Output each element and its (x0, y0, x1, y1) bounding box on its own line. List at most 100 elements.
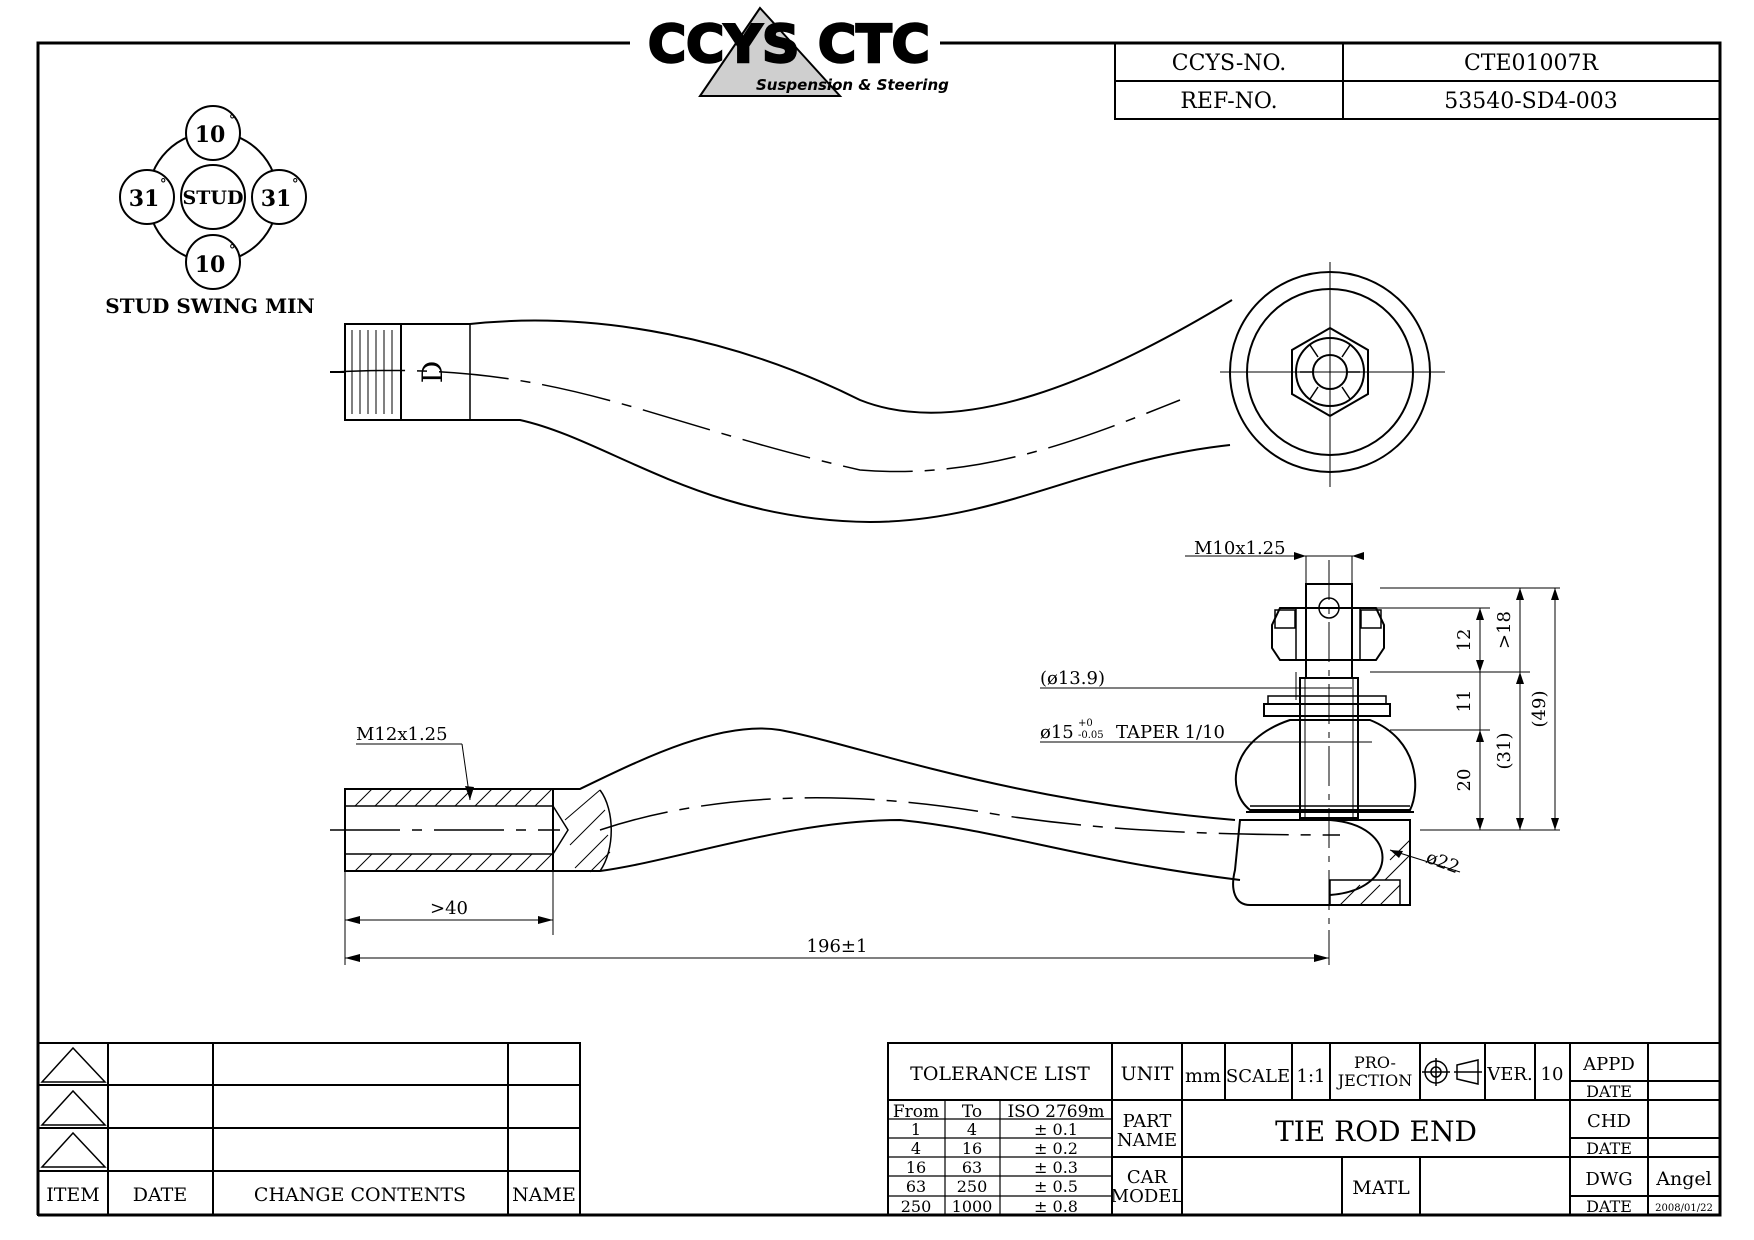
dim-m10: M10x1.25 (1194, 538, 1286, 559)
revision-header-date: DATE (133, 1184, 187, 1206)
tol-cell: ± 0.8 (1034, 1197, 1078, 1216)
dwg-date-label: DATE (1586, 1197, 1632, 1216)
dimension-lines (344, 555, 1560, 965)
car-model-label-2: MODEL (1111, 1186, 1184, 1207)
tol-cell: 4 (967, 1120, 977, 1139)
tol-header-from: From (893, 1102, 939, 1122)
dwg-date-value: 2008/01/22 (1655, 1203, 1713, 1214)
swing-bottom-value: 10 (195, 252, 226, 278)
version-value: 10 (1541, 1064, 1564, 1085)
tol-cell: 16 (906, 1158, 926, 1177)
top-view-centerline (334, 369, 1181, 473)
ccys-no-value: CTE01007R (1464, 51, 1600, 76)
unit-label: UNIT (1121, 1063, 1174, 1085)
company-logo: CCYS CTC Suspension & Steering (647, 6, 949, 97)
tol-cell: 1 (911, 1120, 921, 1139)
logo-brand-left: CCYS (648, 15, 799, 75)
appd-label: APPD (1582, 1054, 1635, 1075)
side-view-thread-hatch (354, 788, 553, 872)
swing-left-degree: ° (160, 177, 167, 192)
projection-label-2: JECTION (1336, 1071, 1412, 1090)
dim-v20: 20 (1454, 769, 1475, 792)
version-label: VER. (1486, 1064, 1532, 1085)
tolerance-title: TOLERANCE LIST (910, 1063, 1090, 1085)
top-view (330, 262, 1445, 524)
logo-triangle-icon (698, 6, 843, 97)
dimension-arrows (345, 552, 1559, 962)
dim-v31: (31) (1494, 733, 1515, 770)
dim-dia-15-tol-lower: -0.05 (1078, 730, 1104, 741)
dim-v12: 12 (1454, 629, 1475, 652)
stud-swing-labels: 10 ° 10 ° 31 ° 31 ° STUD STUD SWING MIN (105, 113, 314, 318)
scale-label: SCALE (1226, 1066, 1290, 1087)
swing-top-value: 10 (195, 122, 226, 148)
swing-left-circle (119, 169, 175, 225)
side-view-section-hatch (564, 789, 611, 873)
tol-header-to: To (962, 1102, 982, 1122)
dim-dia-22: ø22 (1423, 847, 1462, 878)
swing-center-label: STUD (183, 187, 244, 209)
dim-gt40: >40 (430, 898, 468, 919)
tol-cell: 250 (957, 1177, 988, 1196)
chd-label: CHD (1587, 1111, 1631, 1132)
revision-header-item: ITEM (46, 1184, 100, 1206)
dimension-labels: M10x1.25 M12x1.25 (ø13.9) ø15 +0 -0.05 T… (356, 538, 1550, 957)
dim-v18: >18 (1494, 611, 1515, 649)
tol-header-iso: ISO 2769m (1007, 1102, 1104, 1122)
dim-v11: 11 (1454, 690, 1475, 713)
tol-cell: 63 (962, 1158, 982, 1177)
tol-cell: ± 0.1 (1034, 1120, 1078, 1139)
stud-swing-caption: STUD SWING MIN (105, 294, 314, 318)
dwg-label: DWG (1585, 1169, 1632, 1190)
dwg-value: Angel (1655, 1168, 1711, 1190)
dim-total-length: 196±1 (807, 936, 868, 957)
revision-header-change: CHANGE CONTENTS (254, 1184, 466, 1206)
tol-cell: 1000 (952, 1197, 993, 1216)
swing-bottom-circle (185, 234, 241, 290)
top-view-arm-upper (401, 299, 1233, 414)
part-name-value: TIE ROD END (1275, 1115, 1477, 1148)
chd-date-label: DATE (1586, 1139, 1632, 1158)
stud-swing-diagram (119, 105, 307, 290)
side-view-socket (1232, 819, 1411, 906)
dim-v49: (49) (1529, 691, 1550, 728)
tol-cell: ± 0.2 (1034, 1139, 1078, 1158)
ref-no-value: 53540-SD4-003 (1444, 89, 1618, 114)
appd-date-label: DATE (1586, 1082, 1632, 1101)
swing-right-circle (251, 169, 307, 225)
projection-label-1: PRO- (1354, 1053, 1396, 1072)
revision-triangle-icon (40, 1131, 107, 1168)
title-block-text: TOLERANCE LIST From To ISO 2769m 1 4 ± 0… (893, 1053, 1713, 1216)
revision-header-name: NAME (512, 1184, 576, 1206)
car-model-label-1: CAR (1127, 1167, 1168, 1188)
tol-cell: 16 (962, 1139, 982, 1158)
revision-block (37, 1042, 581, 1216)
top-view-mark: D (416, 361, 449, 383)
logo-brand-right: CTC (818, 15, 930, 75)
logo-tagline: Suspension & Steering (756, 76, 949, 94)
side-view-ball (1329, 819, 1384, 896)
tol-cell: 250 (901, 1197, 932, 1216)
dim-dia-13-9: (ø13.9) (1040, 668, 1105, 689)
side-view-dust-boot (1234, 719, 1417, 811)
ccys-no-label: CCYS-NO. (1172, 51, 1287, 76)
dim-dia-15: ø15 (1040, 722, 1074, 743)
swing-right-value: 31 (261, 186, 292, 212)
top-view-knurl (351, 330, 393, 414)
part-name-label-1: PART (1123, 1111, 1172, 1132)
swing-left-value: 31 (129, 186, 160, 212)
matl-label: MATL (1352, 1177, 1410, 1199)
tol-cell: ± 0.3 (1034, 1158, 1078, 1177)
dim-dia-15-taper: TAPER 1/10 (1116, 722, 1225, 743)
title-block-grid (887, 1042, 1721, 1216)
swing-right-degree: ° (292, 177, 299, 192)
revision-headers: ITEM DATE CHANGE CONTENTS NAME (46, 1184, 576, 1206)
top-view-arm-lower (401, 419, 1231, 524)
ref-no-label: REF-NO. (1180, 89, 1277, 114)
swing-top-degree: ° (229, 113, 236, 128)
revision-triangle-icon (40, 1046, 107, 1083)
side-view-boot-clamp (1263, 703, 1391, 717)
unit-value: mm (1185, 1065, 1221, 1087)
side-view-arm-upper (553, 727, 1236, 821)
